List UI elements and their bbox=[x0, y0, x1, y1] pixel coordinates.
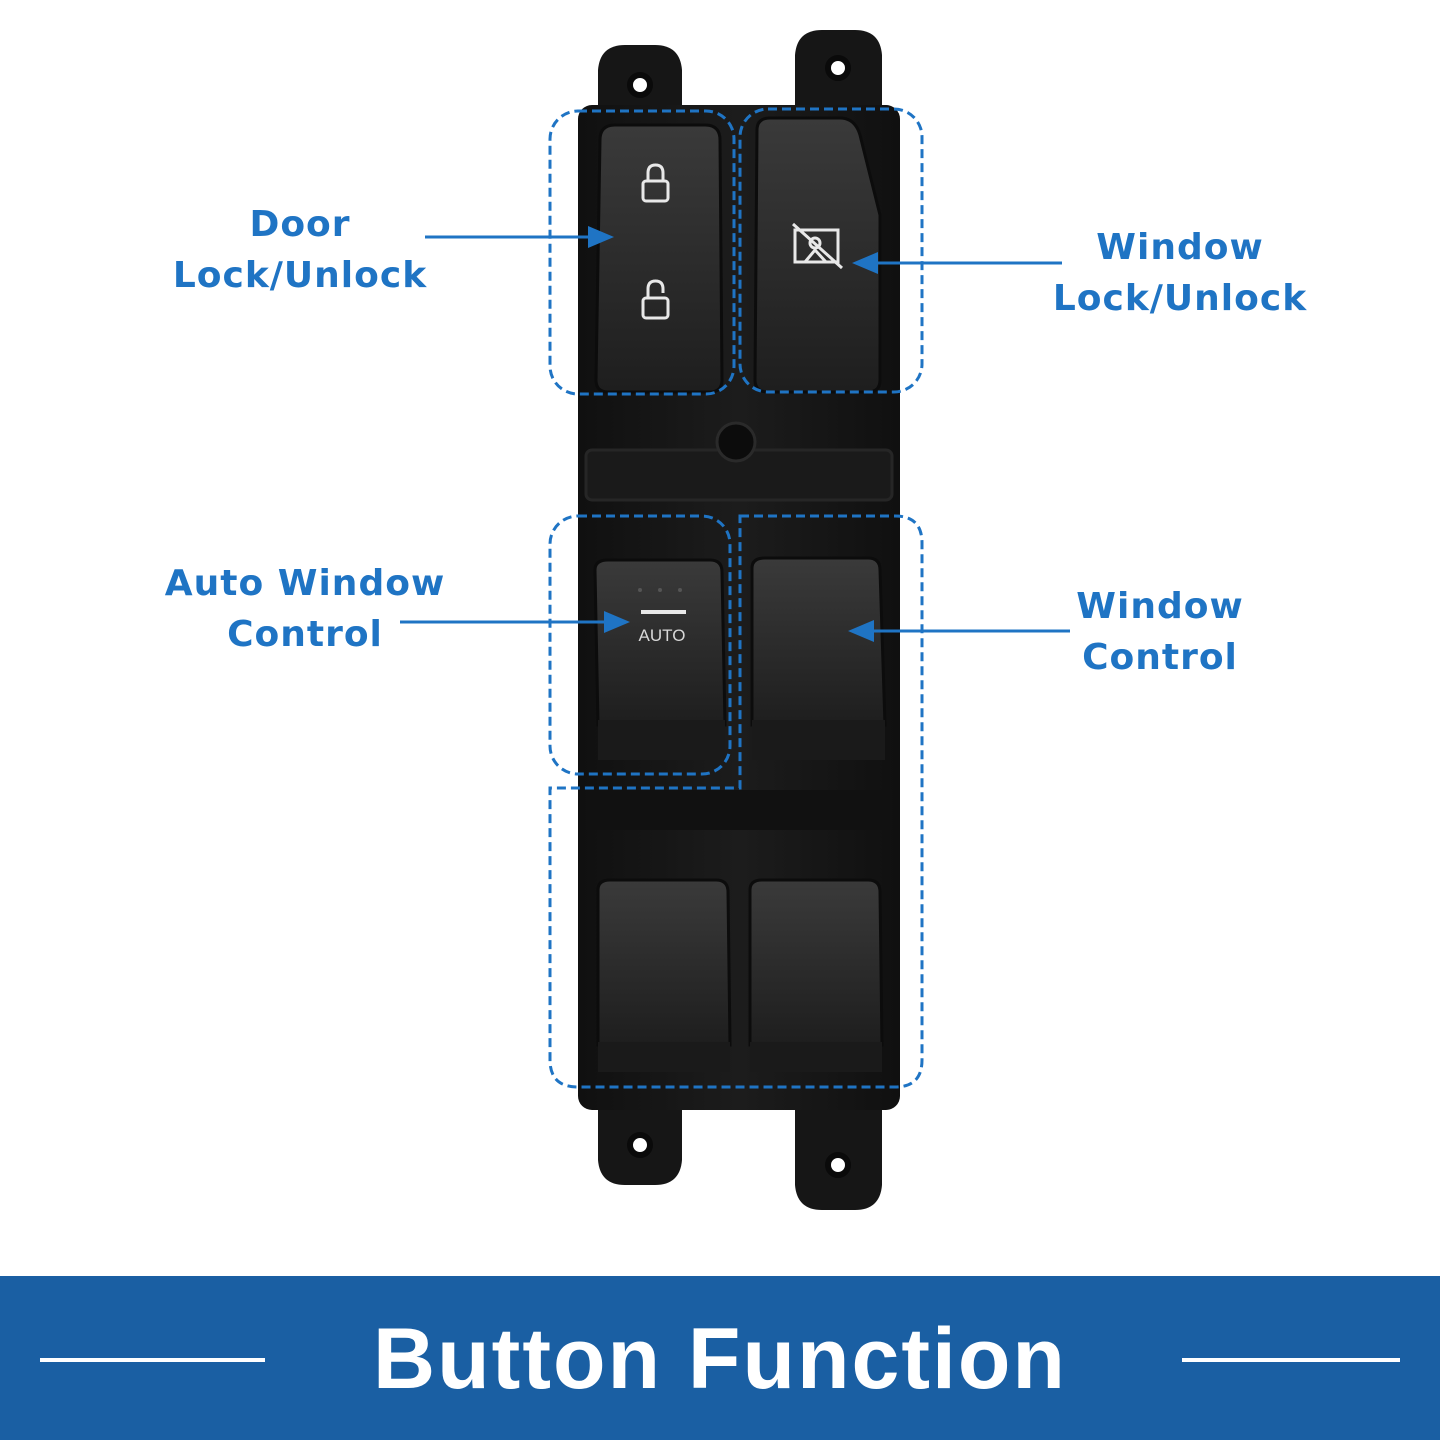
window-control-callout: Window Control bbox=[1020, 581, 1300, 683]
auto-window-callout-line2: Control bbox=[227, 614, 383, 655]
highlight-outlines bbox=[548, 107, 924, 1089]
window-lock-callout: Window Lock/Unlock bbox=[1030, 222, 1330, 324]
callout-arrows bbox=[400, 226, 1070, 642]
banner-title: Button Function bbox=[373, 1311, 1067, 1407]
door-lock-button[interactable] bbox=[594, 123, 724, 394]
lock-open-icon bbox=[641, 279, 670, 320]
rear-left-window-button[interactable] bbox=[596, 878, 732, 1072]
lock-closed-icon bbox=[641, 163, 670, 203]
window-control-callout-line1: Window bbox=[1076, 586, 1244, 627]
door-lock-callout: Door Lock/Unlock bbox=[150, 199, 450, 301]
window-control-outline bbox=[548, 514, 924, 1089]
indicator-dot bbox=[715, 421, 757, 463]
window-lock-callout-line2: Lock/Unlock bbox=[1052, 278, 1308, 319]
door-lock-outline bbox=[548, 109, 736, 396]
switch-panel-figure: AUTO bbox=[400, 30, 1070, 1210]
auto-window-outline bbox=[548, 514, 732, 776]
auto-indicator-bar bbox=[641, 610, 686, 614]
window-lock-callout-line1: Window bbox=[1096, 227, 1264, 268]
auto-window-callout: Auto Window Control bbox=[140, 558, 470, 660]
auto-button-text: AUTO bbox=[639, 626, 686, 645]
window-lock-button[interactable] bbox=[753, 116, 882, 394]
banner-rule-right bbox=[1182, 1358, 1400, 1362]
rear-right-window-button[interactable] bbox=[748, 878, 884, 1072]
window-control-button[interactable] bbox=[750, 556, 887, 760]
door-lock-callout-line2: Lock/Unlock bbox=[172, 255, 428, 296]
auto-window-callout-line1: Auto Window bbox=[164, 563, 446, 604]
window-lock-outline bbox=[738, 107, 924, 394]
banner-rule-left bbox=[40, 1358, 265, 1362]
door-lock-callout-line1: Door bbox=[249, 204, 351, 245]
window-lock-icon bbox=[791, 222, 844, 270]
window-control-callout-line2: Control bbox=[1082, 637, 1238, 678]
auto-window-button[interactable]: AUTO bbox=[593, 558, 727, 760]
mounting-holes bbox=[627, 55, 851, 1178]
